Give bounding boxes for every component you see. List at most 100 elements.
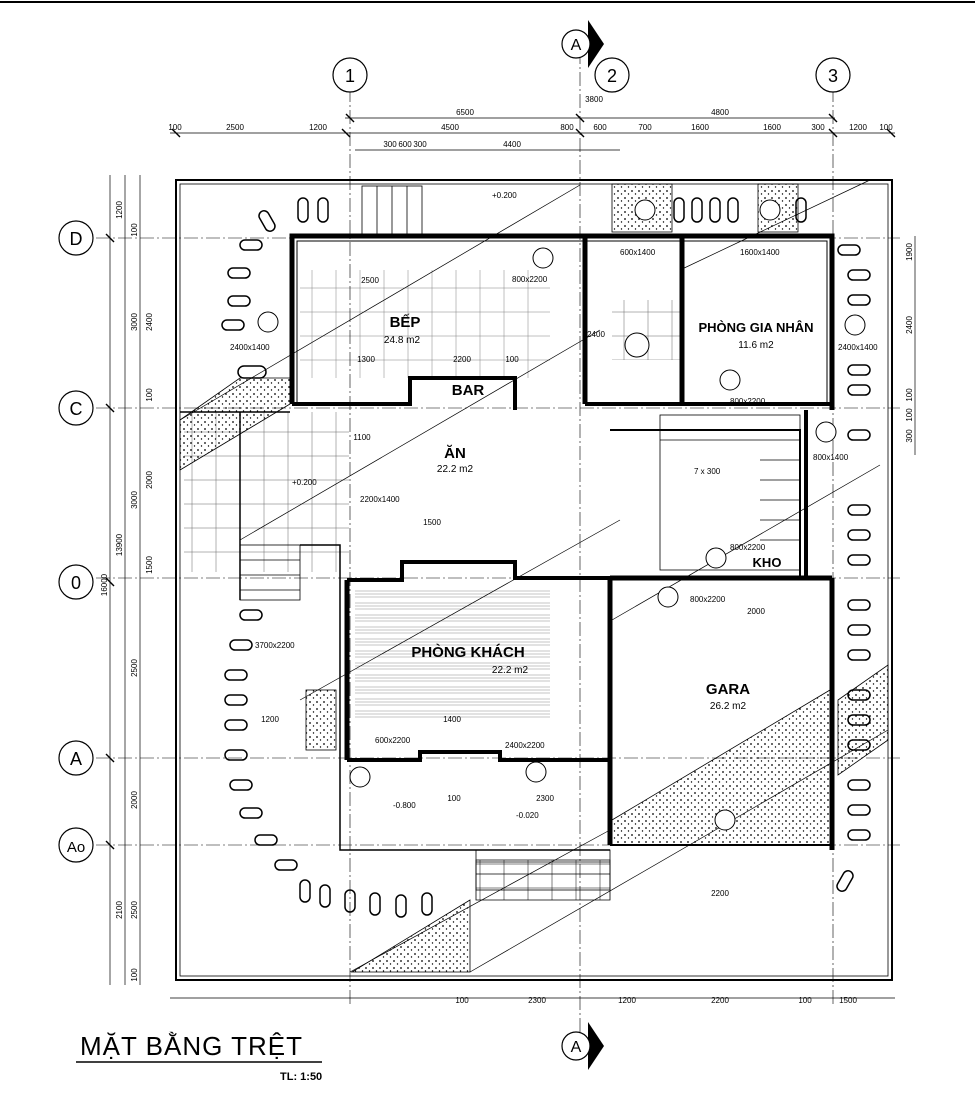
dim-label: 2500 (130, 659, 139, 677)
drawing-title: MẶT BẰNG TRỆT (80, 1031, 303, 1061)
opening-label: 600x2200 (375, 736, 411, 745)
room-name-bep: BẾP (390, 314, 421, 331)
grid-row-label-a: A (70, 749, 82, 769)
dim-label: 2400 (905, 316, 914, 334)
drawing-scale: TL: 1:50 (280, 1071, 322, 1083)
dim-label: 13900 (115, 533, 124, 556)
section-marker-top (561, 20, 604, 68)
grid-col-label-2: 2 (607, 66, 617, 86)
dim-label: 1900 (905, 243, 914, 261)
level-label: -0.800 (393, 801, 416, 810)
dim-label: 1200 (261, 715, 279, 724)
dim-label: 3000 (130, 491, 139, 509)
dim-label: 2300 (536, 794, 554, 803)
dim-label: 2200 (453, 355, 471, 364)
room-name-kho: KHO (753, 555, 782, 570)
dim-label: 800 (560, 123, 574, 132)
dim-label: 2200 (711, 996, 729, 1005)
dim-label: 1400 (443, 715, 461, 724)
dim-label: 1500 (145, 556, 154, 574)
dim-label: 600 (593, 123, 607, 132)
dimension-lines (105, 113, 916, 999)
room-name-an: ĂN (444, 445, 466, 462)
elevation-markers (257, 199, 866, 831)
dim-label: 100 (130, 223, 139, 237)
room-area-phong-khach: 22.2 m2 (492, 665, 529, 676)
dim-label: 2400 (587, 330, 605, 339)
dim-label: 1200 (849, 123, 867, 132)
dim-label: 3000 (130, 313, 139, 331)
grid-row-label-0: 0 (71, 573, 81, 593)
room-area-phong-gia-nhan: 11.6 m2 (738, 340, 774, 351)
opening-label: 7 x 300 (694, 467, 721, 476)
dim-label: 16000 (100, 573, 109, 596)
opening-label: 800x1400 (813, 453, 849, 462)
opening-label: 3700x2200 (255, 641, 295, 650)
dim-label: 300 (383, 140, 397, 149)
dim-label: 1200 (618, 996, 636, 1005)
dim-label: 100 (905, 388, 914, 402)
dim-label: 2100 (115, 901, 124, 919)
dim-label: 300 (905, 429, 914, 443)
room-area-gara: 26.2 m2 (710, 701, 747, 712)
opening-label: 2200x1400 (360, 495, 400, 504)
grid-col-label-1: 1 (345, 66, 355, 86)
opening-label: 800x2200 (690, 595, 726, 604)
section-label-bottom: A (571, 1039, 582, 1056)
dim-label: 4500 (441, 123, 459, 132)
grid-row-label-c: C (70, 399, 83, 419)
grid-row-label-d: D (70, 229, 83, 249)
dim-label: 1500 (423, 518, 441, 527)
dim-label: 1600 (691, 123, 709, 132)
dim-label: 100 (168, 123, 182, 132)
room-name-phong-khach: PHÒNG KHÁCH (411, 643, 524, 661)
dim-label: 300 (413, 140, 427, 149)
column-bubbles (332, 57, 851, 93)
grid-col-label-3: 3 (828, 66, 838, 86)
opening-label: 1600x1400 (740, 248, 780, 257)
section-marker-bottom (561, 1022, 604, 1070)
dim-label: 6500 (456, 108, 474, 117)
dim-label: 2000 (145, 471, 154, 489)
stepping-stones (221, 197, 871, 918)
dim-label: 100 (130, 968, 139, 982)
opening-label: 800x2200 (730, 397, 766, 406)
dim-label: 100 (798, 996, 812, 1005)
dim-label: 1300 (357, 355, 375, 364)
dim-label: 300 (811, 123, 825, 132)
dim-label: 100 (879, 123, 893, 132)
dim-label: 1200 (309, 123, 327, 132)
dim-label: 1200 (115, 201, 124, 219)
opening-label: 2400x1400 (230, 343, 270, 352)
opening-label: 2400x2200 (505, 741, 545, 750)
room-name-phong-gia-nhan: PHÒNG GIA NHÂN (698, 320, 813, 335)
dim-label: 100 (447, 794, 461, 803)
section-label-top: A (571, 37, 582, 54)
dim-label: 3800 (585, 95, 603, 104)
dim-label: 100 (145, 388, 154, 402)
dim-label: 600 (398, 140, 412, 149)
dim-label: 2500 (226, 123, 244, 132)
dim-label: 4400 (503, 140, 521, 149)
dim-label: 700 (638, 123, 652, 132)
stairs (239, 185, 801, 891)
dim-label: 1500 (839, 996, 857, 1005)
site-boundary (175, 179, 893, 981)
room-name-gara: GARA (706, 681, 750, 698)
dim-label: 2000 (747, 607, 765, 616)
dim-label: 2200 (711, 889, 729, 898)
row-bubbles (58, 220, 94, 863)
opening-label: 800x2200 (730, 543, 766, 552)
opening-label: 600x1400 (620, 248, 656, 257)
room-name-bar: BAR (452, 382, 485, 399)
dim-label: 1600 (763, 123, 781, 132)
grid-row-label-ao: Ao (67, 839, 85, 856)
site-boundary-inner (179, 183, 889, 977)
dim-label: 2000 (130, 791, 139, 809)
room-area-bep: 24.8 m2 (384, 335, 421, 346)
dim-label: 100 (905, 408, 914, 422)
level-label: -0.020 (516, 811, 539, 820)
dim-label: 2400 (145, 313, 154, 331)
dim-label: 2500 (361, 276, 379, 285)
